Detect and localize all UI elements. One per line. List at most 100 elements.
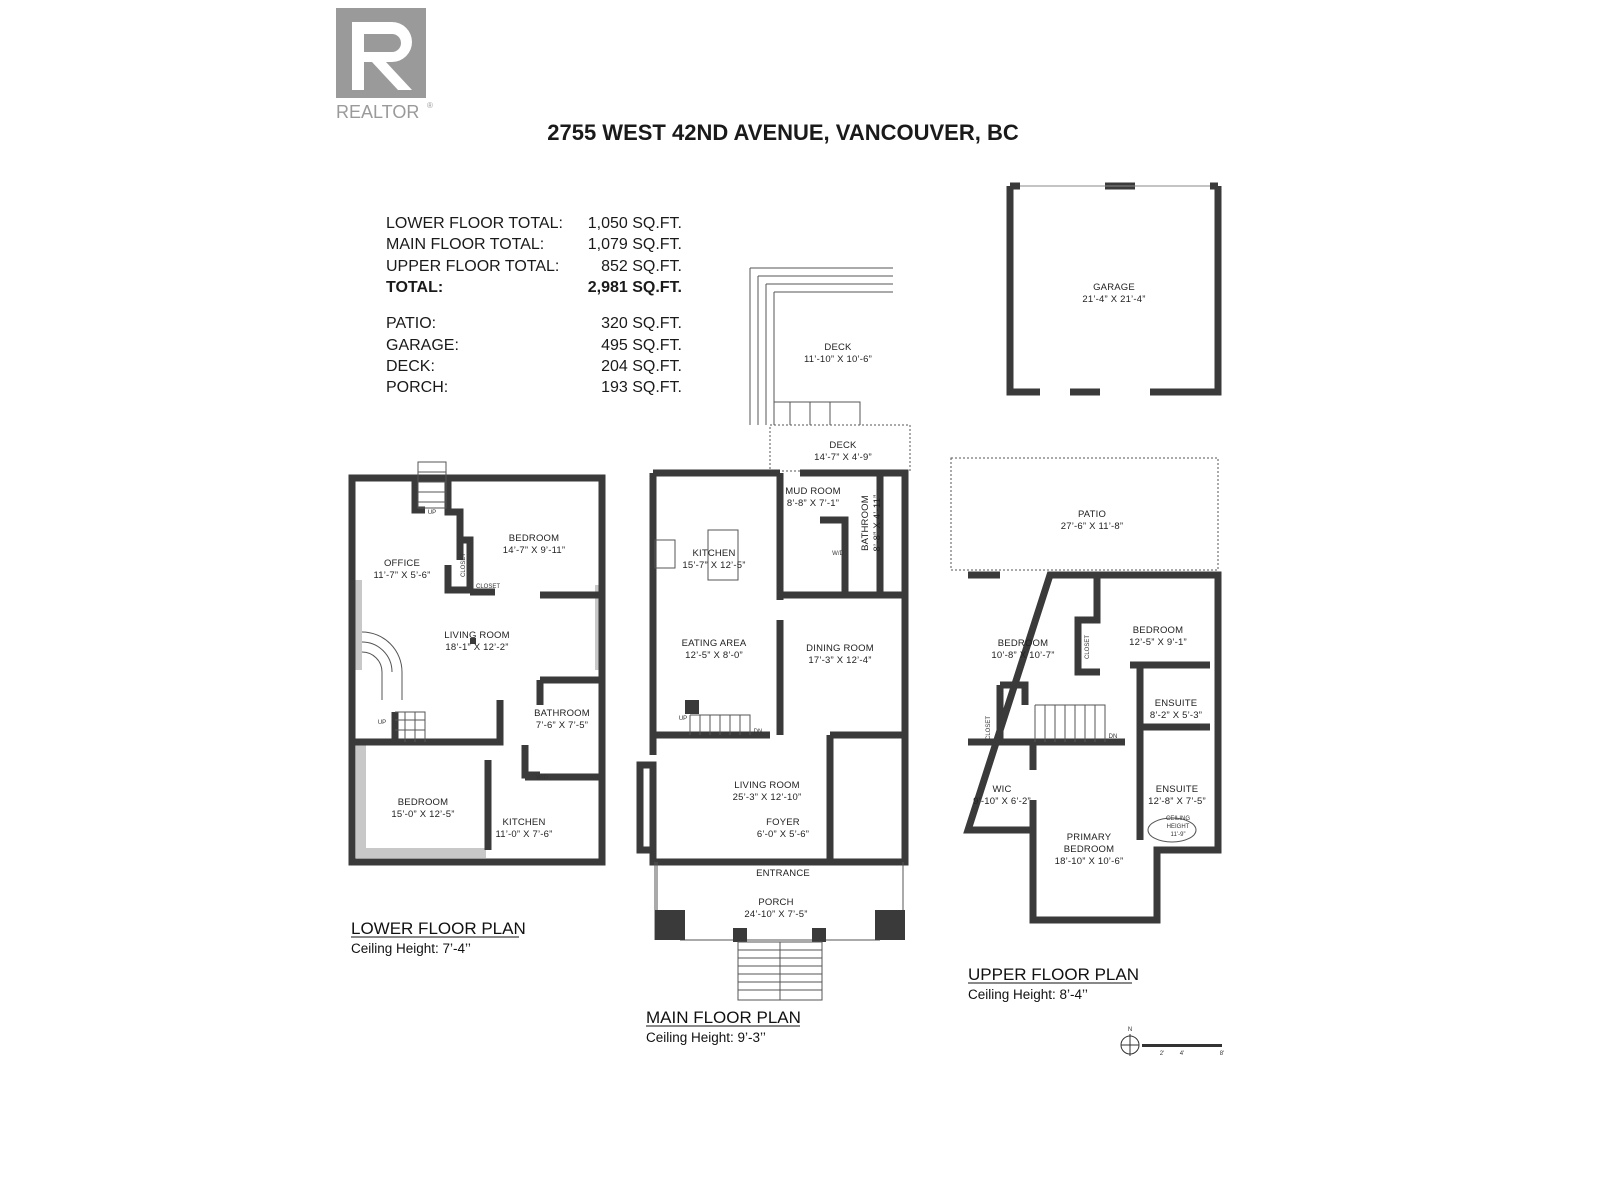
- upper-floor-title: UPPER FLOOR PLAN: [968, 965, 1139, 984]
- room-label: KITCHEN: [502, 817, 545, 828]
- room-label: WIC: [992, 784, 1011, 795]
- room-label: LIVING ROOM: [734, 780, 800, 791]
- room-label: LIVING ROOM: [444, 630, 510, 641]
- room-label: MUD ROOM: [785, 486, 840, 497]
- room-label: BEDROOM: [398, 797, 449, 808]
- label-text: 11’-9”: [1171, 832, 1186, 838]
- room-label: 15’-0” X 12’-5”: [391, 809, 454, 820]
- room-label: KITCHEN: [692, 548, 735, 559]
- room-label: EATING AREA: [682, 638, 747, 649]
- room-label: 12’-5” X 9’-1”: [1129, 637, 1187, 648]
- north-arrow-and-scale: N 2' 4' 8': [1120, 1027, 1224, 1057]
- room-label: BEDROOM: [1133, 625, 1184, 636]
- room-label: DN: [1109, 734, 1118, 740]
- label-text: HEIGHT: [1167, 824, 1190, 830]
- label-text: CLOSET: [476, 584, 500, 590]
- label-text: ENTRANCE: [756, 868, 810, 879]
- room-label: 11’-10” X 10’-6”: [804, 354, 872, 365]
- label-text: 1,079 SQ.FT.: [588, 236, 682, 253]
- label-text: W/D: [832, 551, 844, 557]
- room-label: 9’-10” X 6’-2”: [973, 796, 1031, 807]
- label-text: UP: [428, 510, 436, 516]
- room-label: N: [1128, 1027, 1132, 1033]
- room-label: BATHROOM: [860, 495, 871, 551]
- room-label: ENSUITE: [1155, 698, 1198, 709]
- label-text: Ceiling Height: 9’-3’’: [646, 1030, 766, 1045]
- room-label: 14’-7” X 9’-11”: [503, 545, 566, 556]
- label-text: 193 SQ.FT.: [601, 379, 682, 396]
- room-label: PORCH: [758, 897, 793, 908]
- room-label: 11’-0” X 7’-6”: [495, 829, 552, 840]
- logo-text: REALTOR: [336, 102, 419, 122]
- label-text: 852 SQ.FT.: [601, 258, 682, 275]
- room-label: FOYER: [766, 817, 800, 828]
- label-text: GARAGE:: [386, 337, 459, 354]
- room-label: DINING ROOM: [806, 643, 874, 654]
- room-label: PRIMARY: [1067, 832, 1112, 843]
- room-label: 24’-10” X 7’-5”: [744, 909, 807, 920]
- room-label: BATHROOM: [534, 708, 590, 719]
- label-text: TOTAL:: [386, 279, 443, 296]
- room-label: GARAGE: [1093, 282, 1135, 293]
- label-text: 18’-10” X 10’-6”: [1055, 856, 1124, 867]
- room-label: 12’-8” X 7’-5”: [1148, 796, 1206, 807]
- room-label: 12’-5” X 8’-0”: [685, 650, 743, 661]
- room-label: OFFICE: [384, 558, 420, 569]
- room-label: 7’-6” X 7’-5”: [536, 720, 588, 731]
- realtor-logo: REALTOR ®: [336, 8, 433, 122]
- room-label: 17’-3” X 12’-4”: [808, 655, 871, 666]
- page-title: 2755 WEST 42ND AVENUE, VANCOUVER, BC: [547, 120, 1019, 145]
- label-text: W/D: [536, 775, 548, 781]
- label-text: Ceiling Height: 8’-4’’: [968, 987, 1088, 1002]
- label-text: CLOSET: [986, 716, 992, 740]
- label-text: 2,981 SQ.FT.: [588, 279, 682, 296]
- label-text: CLOSET: [1085, 635, 1091, 659]
- room-label: 21’-4” X 21’-4”: [1082, 294, 1145, 305]
- label-text: MAIN FLOOR TOTAL:: [386, 236, 544, 253]
- room-label: 6’-0” X 5’-6”: [757, 829, 809, 840]
- room-label: DN: [754, 729, 763, 735]
- room-label: 27’-6” X 11’-8”: [1061, 521, 1124, 532]
- label-text: 320 SQ.FT.: [601, 315, 682, 332]
- label-text: PORCH:: [386, 379, 448, 396]
- lower-floor-title: LOWER FLOOR PLAN: [351, 919, 526, 938]
- label-text: 495 SQ.FT.: [601, 337, 682, 354]
- room-label: 25’-3” X 12’-10”: [733, 792, 802, 803]
- label-text: PATIO:: [386, 315, 436, 332]
- main-floor-title: MAIN FLOOR PLAN: [646, 1008, 801, 1027]
- label-text: 4': [1180, 1051, 1184, 1057]
- label-text: UP: [679, 716, 687, 722]
- label-text: LOWER FLOOR TOTAL:: [386, 215, 563, 232]
- label-text: Ceiling Height: 7’-4’’: [351, 941, 471, 956]
- label-text: ®: [427, 101, 433, 110]
- room-label: ENSUITE: [1156, 784, 1199, 795]
- label-text: DECK:: [386, 358, 435, 375]
- room-label: 8’-8” X 7’-1”: [787, 498, 839, 509]
- room-label: PATIO: [1078, 509, 1106, 520]
- room-label: BEDROOM: [509, 533, 560, 544]
- area-totals: LOWER FLOOR TOTAL: 1,050 SQ.FT. MAIN FLOO…: [386, 215, 682, 396]
- room-label: 11’-7” X 5’-6”: [373, 570, 430, 581]
- room-label: BEDROOM: [998, 638, 1049, 649]
- room-label: DECK: [824, 342, 852, 353]
- room-label: 14’-7” X 4’-9”: [814, 452, 872, 463]
- label-text: CLOSET: [461, 553, 467, 577]
- label-text: CEILING: [1166, 816, 1190, 822]
- label-text: 8': [1220, 1051, 1224, 1057]
- room-label: 8’-8” X 4’-11”: [872, 494, 883, 551]
- label-text: UPPER FLOOR TOTAL:: [386, 258, 559, 275]
- label-text: UP: [378, 720, 386, 726]
- label-text: 204 SQ.FT.: [601, 358, 682, 375]
- room-label: 15’-7” X 12’-5”: [682, 560, 745, 571]
- label-text: 1,050 SQ.FT.: [588, 215, 682, 232]
- room-label: 10’-8” X 10’-7”: [991, 650, 1054, 661]
- room-label: 8’-2” X 5’-3”: [1150, 710, 1202, 721]
- room-label: 18’-1” X 12’-2”: [445, 642, 508, 653]
- label-text: 2': [1160, 1051, 1164, 1057]
- room-label: BEDROOM: [1064, 844, 1115, 855]
